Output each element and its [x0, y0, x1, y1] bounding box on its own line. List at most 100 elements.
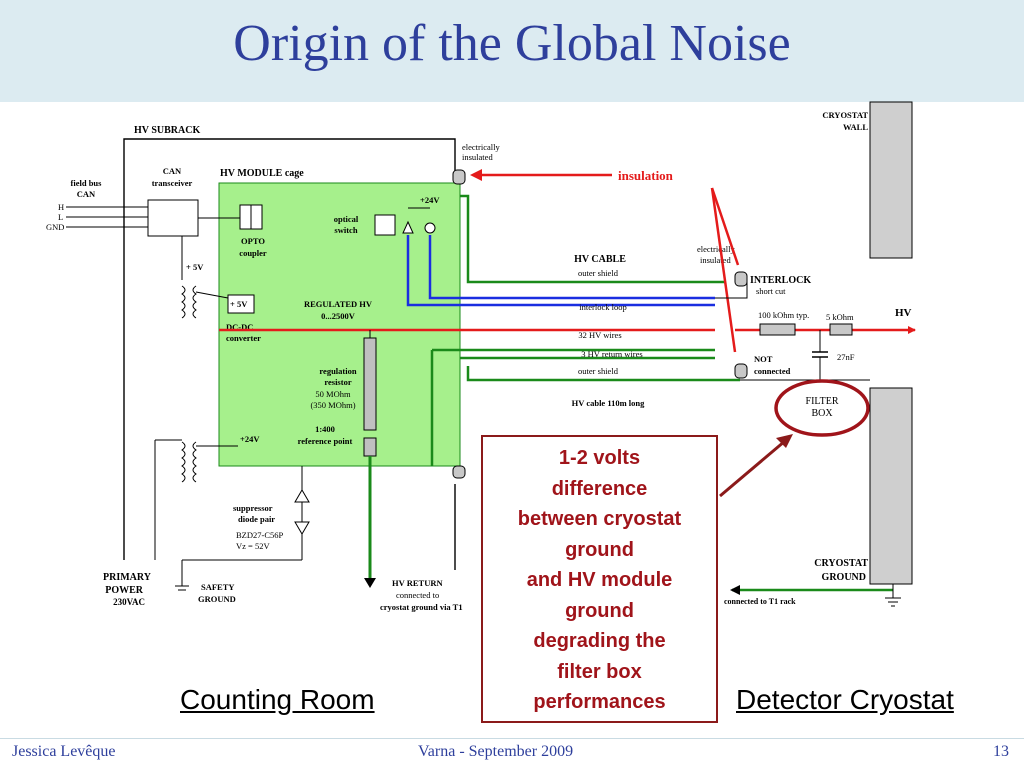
footer-divider	[0, 738, 1024, 739]
optical-switch-box	[374, 214, 396, 236]
hv-return-label-1: HV RETURN	[392, 578, 443, 588]
cryostat-ground-label-2: GROUND	[822, 572, 866, 583]
primary-power-label-3: 230VAC	[113, 597, 145, 607]
callout-line-9: performances	[533, 691, 666, 713]
cryostat-wall-label-2: WALL	[843, 122, 868, 132]
not-connected-label-1: NOT	[754, 354, 773, 364]
callout-line-4: ground	[565, 538, 634, 561]
regulation-resistor-label-2: resistor	[324, 377, 351, 387]
interlock-short-wire	[715, 280, 748, 299]
interlock-wire-inner	[428, 235, 715, 300]
optical-switch-diode	[402, 220, 414, 234]
safety-ground-label-2: GROUND	[198, 594, 236, 604]
plus24v-bottom-label: +24V	[240, 434, 260, 444]
hv-wires-label: 32 HV wires	[578, 330, 621, 340]
primary-power-label-2: POWER	[105, 585, 144, 596]
interlock-wire-outer	[406, 235, 715, 307]
hv-return-arrow	[364, 578, 376, 588]
opto-label-1: OPTO	[241, 236, 265, 246]
regulation-resistor	[363, 337, 377, 431]
regulated-hv-label-1: REGULATED HV	[304, 299, 373, 309]
capacitor-label: 27nF	[837, 352, 855, 362]
reference-resistor	[363, 437, 377, 457]
callout-line-5: and HV module	[526, 569, 673, 591]
insulator-bottom	[452, 465, 466, 479]
callout-line-7: degrading the	[533, 630, 666, 652]
outer-shield-top-wire	[460, 194, 725, 284]
safety-ground-label-1: SAFETY	[201, 582, 235, 592]
suppressor-label-1: suppressor	[233, 503, 273, 513]
field-bus-label-2: CAN	[77, 189, 96, 199]
can-label-1: CAN	[163, 166, 182, 176]
filter-box-label-1: FILTER	[806, 396, 839, 407]
dcdc-label-2: converter	[226, 333, 261, 343]
short-cut-label: short cut	[756, 286, 786, 296]
footer-author: Jessica Levêque	[12, 743, 116, 760]
bus-line-l: L	[58, 212, 63, 222]
plus5v-box	[227, 294, 255, 314]
resistor-value-2: (350 MOhm)	[310, 400, 355, 410]
opto-label-2: coupler	[239, 248, 267, 258]
filter-box-label-2: BOX	[811, 408, 833, 419]
t1-rack-arrow	[730, 585, 740, 595]
cryostat-wall-upper	[869, 101, 913, 259]
t1-rack-label: connected to T1 rack	[724, 597, 796, 606]
insulator-interlock	[734, 271, 748, 287]
hv-out-label: HV	[895, 307, 912, 319]
bus-line-gnd: GND	[46, 222, 64, 232]
filter-box-highlight	[774, 379, 870, 437]
insulation-arrow-interlock	[710, 187, 740, 266]
plus5v-left-label: + 5V	[186, 262, 204, 272]
hv-return-label-3: cryostat ground via T1	[380, 602, 463, 612]
callout-line-1: 1-2 volts	[558, 447, 641, 469]
transformer-top-primary	[181, 285, 186, 319]
insulation-label: insulation	[618, 168, 674, 183]
reference-point-label-2: reference point	[298, 436, 353, 446]
dcdc-label-1: DC-DC	[226, 322, 253, 332]
callout-line-8: filter box	[557, 660, 642, 683]
primary-power-label-1: PRIMARY	[103, 572, 152, 583]
resistor-5k-label: 5 kOhm	[826, 312, 854, 322]
callout-box: 1-2 volts difference between cryostat gr…	[481, 435, 718, 723]
resistor-100k-label: 100 kOhm typ.	[758, 310, 809, 320]
hv-out-arrow	[908, 326, 916, 334]
cryostat-wall-label-1: CRYOSTAT	[822, 110, 868, 120]
transformer-bottom-primary	[181, 441, 186, 483]
cryostat-ground-label-1: CRYOSTAT	[814, 558, 868, 569]
callout-arrowhead	[776, 434, 793, 448]
electrically-insulated-top-2: insulated	[462, 152, 493, 162]
regulation-resistor-label-1: regulation	[319, 366, 356, 376]
insulation-arrow-notconnected	[710, 187, 737, 353]
regulated-hv-label-2: 0...2500V	[321, 311, 356, 321]
hv-module-cage-label: HV MODULE cage	[220, 168, 304, 179]
bzd-label-2: Vz = 52V	[236, 541, 270, 551]
outer-shield-bottom-label: outer shield	[578, 366, 619, 376]
resistor-100k	[759, 323, 796, 336]
transformer-top-secondary	[192, 285, 197, 319]
insulator-top	[452, 169, 466, 185]
bzd-label-1: BZD27-C56P	[236, 530, 284, 540]
transformer-bottom-secondary	[192, 441, 197, 483]
slide-title: Origin of the Global Noise	[233, 15, 791, 72]
electrically-insulated-mid-2: insulated	[700, 255, 731, 265]
plus24v-top-label: +24V	[420, 195, 440, 205]
optical-switch-label-1: optical	[334, 214, 359, 224]
outer-shield-bottom-wire	[466, 366, 740, 382]
hv-return-label-2: connected to	[396, 590, 439, 600]
suppressor-diode-1	[294, 489, 310, 503]
suppressor-diode-2	[294, 521, 310, 535]
page-number: 13	[993, 743, 1009, 760]
hv-cable-label: HV CABLE	[574, 254, 626, 265]
outer-shield-top-label: outer shield	[578, 268, 619, 278]
bus-line-h: H	[58, 202, 64, 212]
hv-subrack-label: HV SUBRACK	[134, 125, 200, 136]
electrically-insulated-top-1: electrically	[462, 142, 501, 152]
suppressor-label-2: diode pair	[238, 514, 275, 524]
title-bar	[0, 0, 1024, 102]
cryostat-wall-lower	[869, 387, 913, 585]
return-wires-label: 3 HV return wires	[581, 349, 642, 359]
field-bus-label-1: field bus	[71, 178, 103, 188]
detector-cryostat-label: Detector Cryostat	[736, 684, 954, 715]
footer-event: Varna - September 2009	[418, 743, 574, 760]
